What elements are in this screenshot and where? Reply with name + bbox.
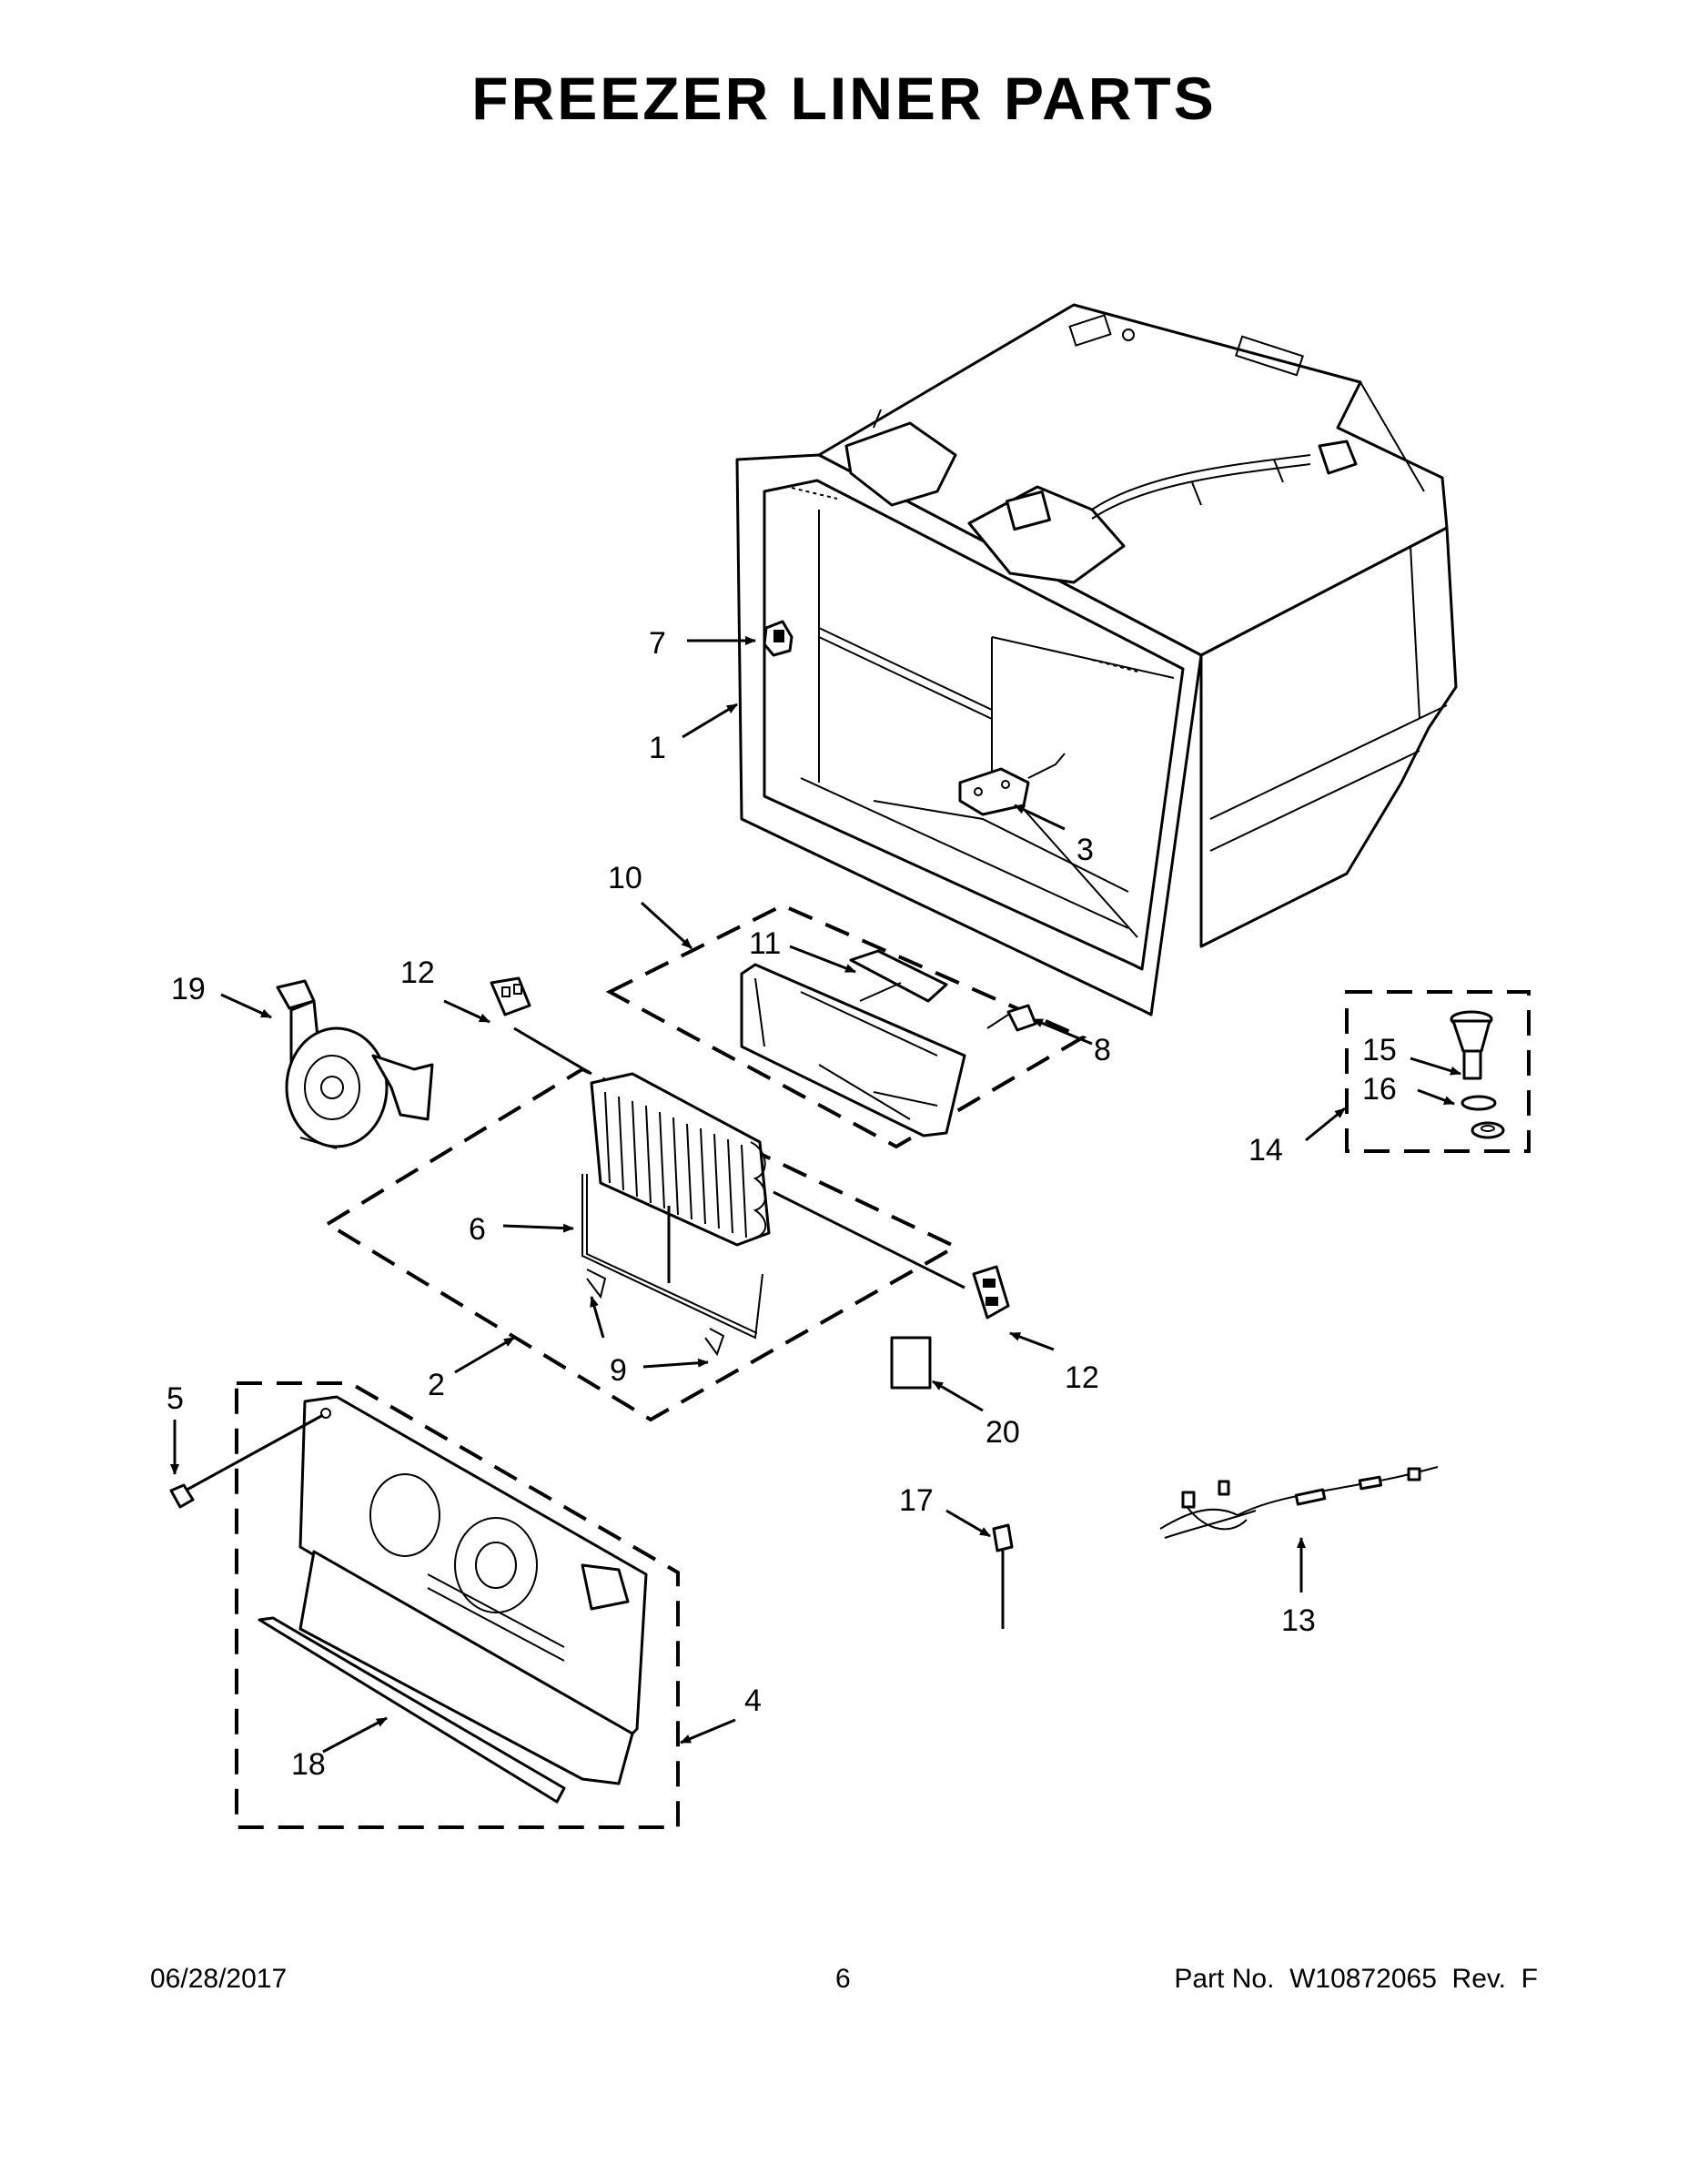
footer-part-number: Part No. W10872065 Rev. F (1174, 1964, 1538, 1994)
page-title: FREEZER LINER PARTS (471, 65, 1217, 132)
callout-7: 7 (649, 626, 666, 661)
fan-shroud-assembly (169, 1381, 680, 1829)
callout-1: 1 (649, 731, 666, 765)
callout-5: 5 (167, 1381, 184, 1416)
callout-9: 9 (610, 1353, 627, 1388)
callout-12-left: 12 (400, 956, 435, 990)
label-part (890, 1336, 932, 1390)
callout-19: 19 (171, 972, 206, 1006)
callout-13: 13 (1281, 1603, 1316, 1638)
harness-connector-right (972, 1265, 1010, 1320)
callout-11: 11 (749, 926, 781, 961)
wire-harness-part (1159, 1466, 1439, 1539)
footer-page-number: 6 (835, 1964, 851, 1994)
callout-18: 18 (291, 1747, 326, 1782)
callout-14: 14 (1248, 1133, 1283, 1168)
callout-17: 17 (899, 1483, 934, 1518)
evaporator-cover-assembly (605, 903, 1087, 1149)
callout-16: 16 (1362, 1072, 1397, 1107)
callout-20: 20 (986, 1415, 1020, 1450)
callout-15: 15 (1362, 1033, 1397, 1067)
callout-4: 4 (744, 1684, 762, 1718)
callout-numbers: 7 1 3 10 11 8 12 19 15 16 14 6 9 2 12 20… (167, 626, 1397, 1782)
callout-12-right: 12 (1065, 1360, 1099, 1395)
floor-sensor-part (958, 753, 1066, 816)
footer-date: 06/28/2017 (150, 1964, 288, 1994)
callout-10: 10 (608, 861, 642, 895)
callout-6: 6 (469, 1212, 486, 1247)
harness-connector-left (490, 976, 531, 1016)
callout-8: 8 (1094, 1033, 1111, 1067)
callout-3: 3 (1076, 833, 1094, 867)
drain-assembly-box (1345, 990, 1531, 1153)
door-switch-part (763, 620, 793, 657)
thermistor-part (992, 1523, 1014, 1629)
evaporator-fan-motor (276, 979, 434, 1149)
callout-leader-lines (170, 636, 1461, 1754)
freezer-liner-part (735, 303, 1458, 1016)
evaporator-assembly (324, 1026, 965, 1422)
callout-2: 2 (428, 1368, 445, 1402)
